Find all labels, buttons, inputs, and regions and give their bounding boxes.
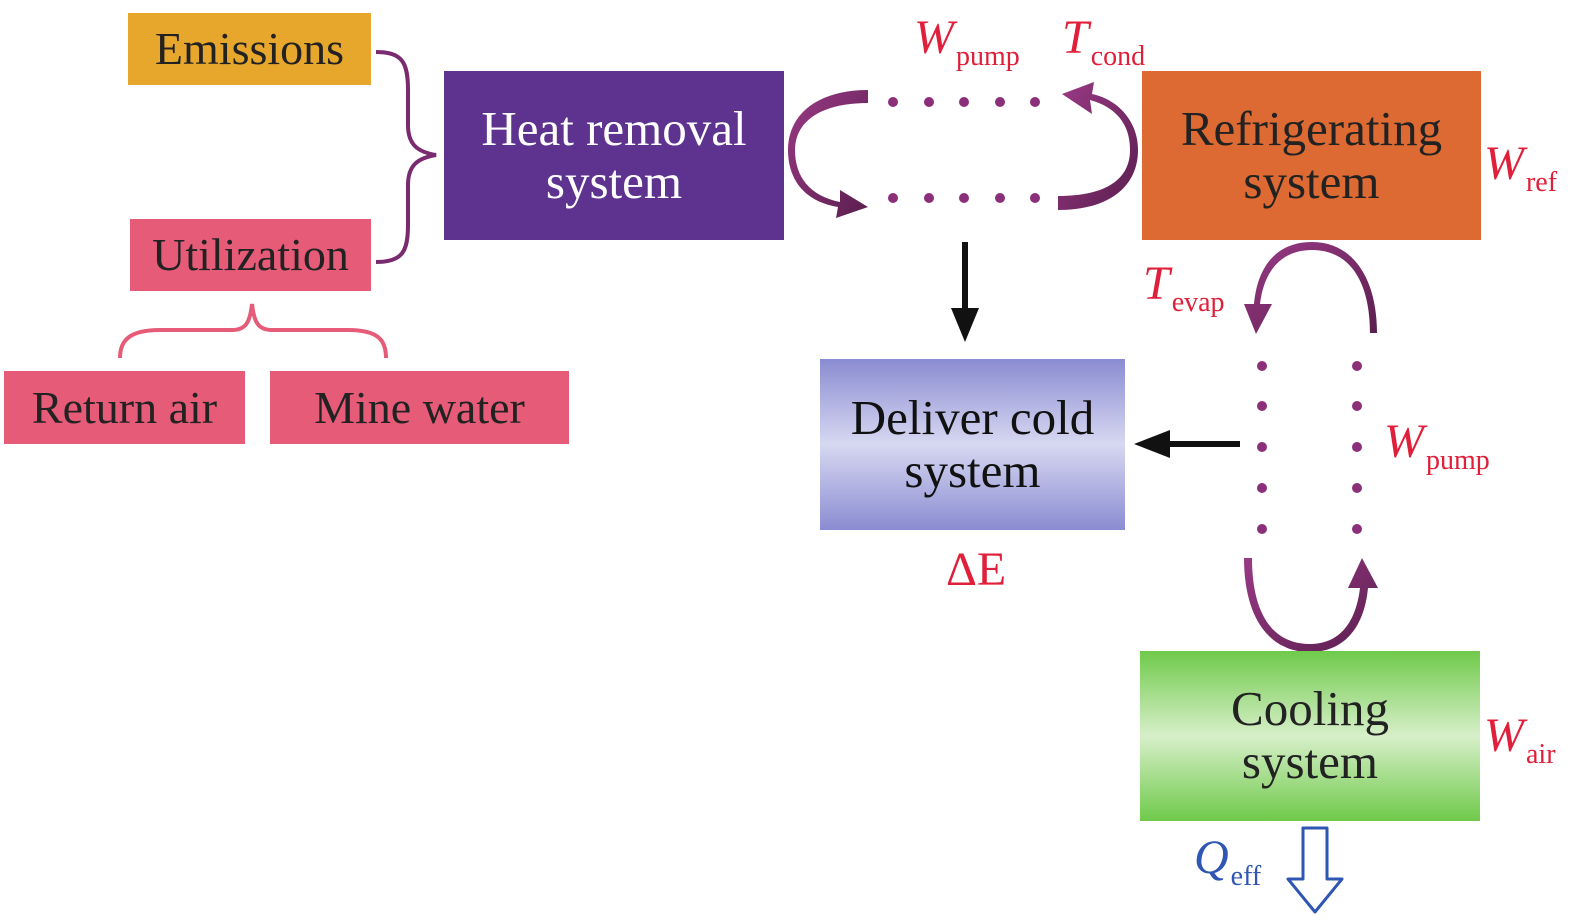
emissions-box: Emissions [128, 13, 371, 85]
arrow-left-to-deliver [1134, 430, 1240, 458]
dot [1352, 483, 1362, 493]
q-eff-subscript: eff [1230, 861, 1262, 892]
w-ref-subscript: ref [1525, 167, 1558, 198]
w-pump-top-label: Wpump [914, 11, 1020, 71]
dot [995, 97, 1005, 107]
return-air-label: Return air [31, 381, 218, 433]
dot [1257, 483, 1267, 493]
refrigerating-system-label: Refrigerating system [1180, 100, 1443, 209]
right-loop [1244, 242, 1378, 652]
dot [924, 193, 934, 203]
t-cond-subscript: cond [1090, 41, 1146, 72]
delta-e-symbol: ΔE [946, 543, 1007, 596]
t-cond-symbol: T [1062, 11, 1089, 64]
dot [1030, 97, 1040, 107]
utilization-box: Utilization [130, 219, 371, 291]
w-air-label: Wair [1484, 709, 1556, 769]
t-cond-label: Tcond [1062, 11, 1145, 71]
top-loop [788, 82, 1138, 218]
arrow-down-to-deliver [951, 242, 979, 342]
dot [924, 97, 934, 107]
heat-removal-system-box: Heat removal system [444, 71, 784, 240]
right-loop-top-arc [1244, 242, 1377, 334]
q-eff-symbol: Q [1194, 831, 1229, 884]
dot [959, 193, 969, 203]
w-air-symbol: W [1484, 709, 1524, 762]
emissions-utilization-brace [375, 50, 437, 264]
q-eff-output-arrow [1286, 826, 1344, 914]
w-pump-top-symbol: W [914, 11, 954, 64]
dot [1352, 401, 1362, 411]
deliver-cold-system-label: Deliver cold system [850, 389, 1095, 498]
t-evap-symbol: T [1143, 257, 1170, 310]
mine-water-box: Mine water [270, 371, 569, 444]
dot [1352, 361, 1362, 371]
return-air-box: Return air [4, 371, 245, 444]
dot [888, 193, 898, 203]
cooling-system-label: Cooling system [1231, 681, 1389, 789]
delta-e-label: ΔE [946, 546, 1006, 594]
w-air-subscript: air [1525, 739, 1556, 770]
dot [1257, 524, 1267, 534]
heat-removal-system-label: Heat removal system [481, 100, 747, 209]
w-pump-right-subscript: pump [1425, 445, 1490, 476]
t-evap-subscript: evap [1171, 287, 1225, 318]
right-loop-bottom-arc [1244, 558, 1378, 652]
dot [1030, 193, 1040, 203]
dot [1352, 524, 1362, 534]
dot [1257, 401, 1267, 411]
dot [1257, 442, 1267, 452]
dot [888, 97, 898, 107]
dot [959, 97, 969, 107]
utilization-label: Utilization [152, 229, 349, 281]
top-loop-left-arc [788, 90, 868, 218]
dot [1352, 442, 1362, 452]
dot [995, 193, 1005, 203]
deliver-cold-system-box: Deliver cold system [820, 359, 1125, 530]
w-pump-right-label: Wpump [1384, 415, 1490, 475]
q-eff-label: Qeff [1194, 831, 1261, 891]
w-pump-top-subscript: pump [955, 41, 1020, 72]
w-pump-right-symbol: W [1384, 415, 1424, 468]
mine-water-label: Mine water [314, 381, 525, 433]
top-loop-dots [888, 97, 1040, 203]
top-loop-right-arc [1058, 82, 1138, 210]
utilization-brace [118, 303, 388, 359]
refrigerating-system-box: Refrigerating system [1142, 71, 1481, 240]
dot [1257, 361, 1267, 371]
w-ref-label: Wref [1484, 137, 1557, 197]
w-ref-symbol: W [1484, 137, 1524, 190]
cooling-system-box: Cooling system [1140, 651, 1480, 821]
t-evap-label: Tevap [1143, 257, 1225, 317]
emissions-label: Emissions [154, 23, 345, 75]
right-loop-dots [1257, 361, 1362, 534]
